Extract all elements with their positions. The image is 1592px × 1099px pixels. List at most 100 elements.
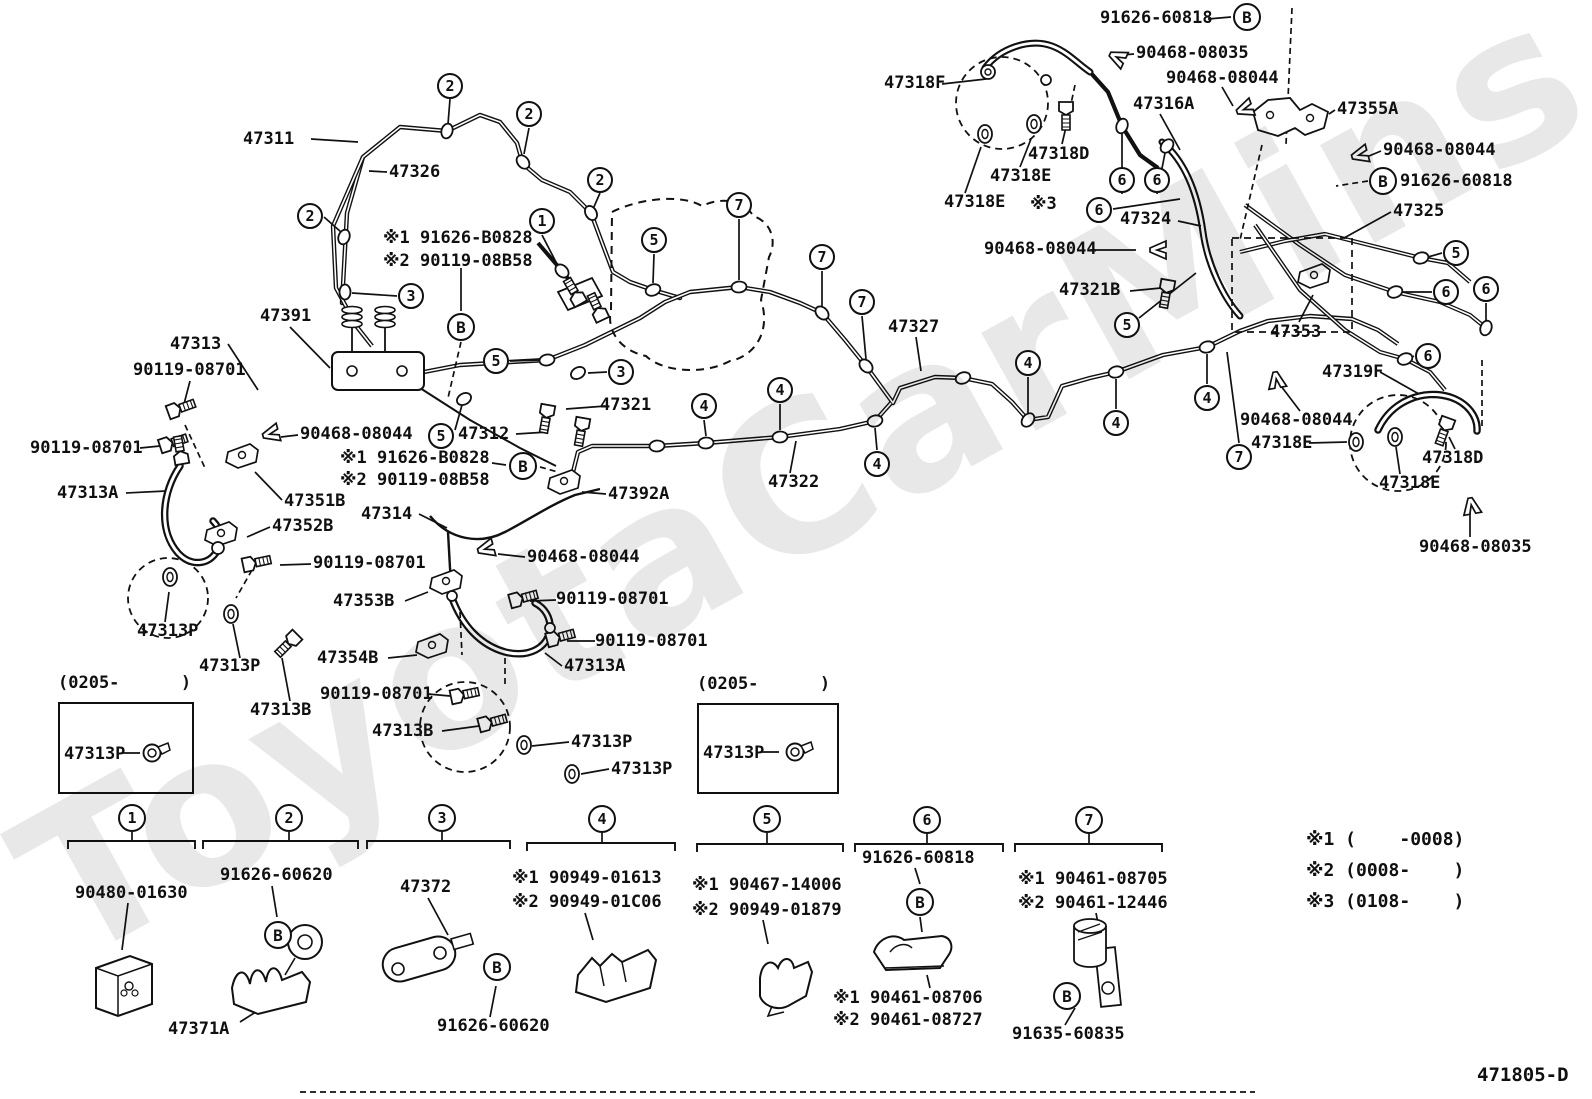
callout-number-6: 6: [1144, 167, 1170, 193]
part-label: ※2 90949-01879: [692, 900, 842, 920]
part-label: 47391: [260, 306, 312, 326]
callout-number-5: 5: [641, 227, 667, 253]
part-label: 47316A: [1133, 94, 1195, 114]
part-label: 47324: [1120, 209, 1172, 229]
part-label: 47314: [361, 504, 413, 524]
part-label: 47313B: [250, 700, 312, 720]
part-label: 47319F: [1322, 362, 1384, 382]
callout-number-5: 5: [753, 805, 781, 833]
inset-box-2: [697, 703, 839, 794]
master-cylinder-glyph: [331, 305, 425, 391]
callout-number-4: 4: [1015, 350, 1041, 376]
callout-number-7: 7: [726, 192, 752, 218]
callout-letter-B: B: [1369, 167, 1397, 195]
note-1: ※1 ( -0008): [1306, 829, 1465, 850]
callout-number-6: 6: [1433, 279, 1459, 305]
part-label: 47371A: [168, 1019, 230, 1039]
part-label: 90468-08044: [1166, 68, 1279, 88]
part-label: ※2 90461-08727: [833, 1010, 983, 1030]
part-label: 91626-60818: [1100, 8, 1213, 28]
part-label: 47351B: [284, 491, 346, 511]
inset-caption: (0205- ): [697, 674, 831, 694]
part-label: 47355A: [1337, 99, 1399, 119]
part-label: 47318E: [1251, 433, 1313, 453]
part-label: 47318D: [1422, 448, 1484, 468]
part-label: ※2 90461-12446: [1018, 893, 1168, 913]
callout-number-4: 4: [691, 393, 717, 419]
callout-letter-B: B: [1053, 982, 1081, 1010]
part-label: 47318E: [944, 192, 1006, 212]
part-label: 91626-60620: [220, 865, 333, 885]
callout-number-4: 4: [864, 451, 890, 477]
callout-letter-B: B: [906, 888, 934, 916]
part-label: 91626-60818: [862, 848, 975, 868]
part-label: ※3: [1030, 194, 1057, 214]
part-label: 90119-08701: [133, 360, 246, 380]
part-label: 47318E: [990, 166, 1052, 186]
part-label: 47313P: [199, 656, 261, 676]
part-label: 90468-08044: [527, 547, 640, 567]
part-label: 47318D: [1028, 144, 1090, 164]
part-label: 47372: [400, 877, 452, 897]
part-label: ※1 91626-B0828: [340, 448, 490, 468]
part-label: ※1 90461-08705: [1018, 869, 1168, 889]
callout-letter-B: B: [509, 452, 537, 480]
note-2: ※2 (0008- ): [1306, 860, 1465, 881]
part-label: 47325: [1393, 201, 1445, 221]
callout-number-6: 6: [1473, 276, 1499, 302]
part-label: 90480-01630: [75, 883, 188, 903]
callout-number-1: 1: [118, 804, 146, 832]
note-3: ※3 (0108- ): [1306, 891, 1465, 912]
callout-number-5: 5: [1443, 240, 1469, 266]
part-label: 47313: [170, 334, 222, 354]
callout-number-4: 4: [1103, 410, 1129, 436]
callout-number-1: 1: [529, 208, 555, 234]
callout-number-5: 5: [483, 348, 509, 374]
part-label: 90468-08044: [984, 239, 1097, 259]
part-label: 47313A: [57, 483, 119, 503]
part-label: 90468-08035: [1136, 43, 1249, 63]
part-label: ※2 90119-08B58: [383, 251, 533, 271]
callout-letter-B: B: [264, 921, 292, 949]
callout-number-5: 5: [1114, 312, 1140, 338]
part-label: 90119-08701: [320, 684, 433, 704]
part-label: ※1 90467-14006: [692, 875, 842, 895]
part-label: 91626-60620: [437, 1016, 550, 1036]
callout-number-7: 7: [849, 289, 875, 315]
part-label: 47313A: [564, 656, 626, 676]
part-label: 47318E: [1379, 473, 1441, 493]
callout-letter-B: B: [447, 313, 475, 341]
part-label: 47313P: [611, 759, 673, 779]
callout-number-6: 6: [913, 806, 941, 834]
part-label: ※2 90949-01C06: [512, 892, 662, 912]
callout-number-2: 2: [297, 203, 323, 229]
part-label: 91635-60835: [1012, 1024, 1125, 1044]
part-label: 47313P: [571, 732, 633, 752]
callout-number-2: 2: [437, 73, 463, 99]
part-label: 90119-08701: [30, 438, 143, 458]
part-label: 47313P: [64, 744, 126, 764]
part-label: 47322: [768, 472, 820, 492]
part-label: 47311: [243, 129, 295, 149]
part-label: 47326: [389, 162, 441, 182]
callout-number-7: 7: [1226, 444, 1252, 470]
callout-number-2: 2: [275, 804, 303, 832]
callout-number-3: 3: [398, 283, 424, 309]
part-label: ※1 90461-08706: [833, 988, 983, 1008]
part-label: 47313P: [137, 621, 199, 641]
callout-number-7: 7: [1075, 806, 1103, 834]
part-label: 90468-08044: [1240, 410, 1353, 430]
part-label: 47353: [1270, 322, 1322, 342]
part-label: ※2 90119-08B58: [340, 470, 490, 490]
part-label: 47353B: [333, 591, 395, 611]
part-label: ※1 91626-B0828: [383, 228, 533, 248]
callout-number-2: 2: [587, 167, 613, 193]
part-label: 47313P: [703, 743, 765, 763]
callout-number-4: 4: [588, 805, 616, 833]
part-label: 47392A: [608, 484, 670, 504]
callout-number-5: 5: [428, 423, 454, 449]
part-label: ※1 90949-01613: [512, 868, 662, 888]
callout-number-3: 3: [608, 359, 634, 385]
